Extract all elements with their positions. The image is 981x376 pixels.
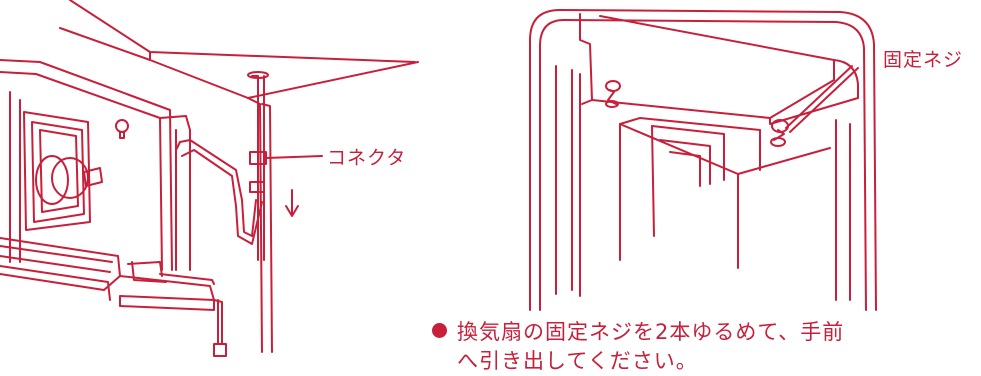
fixing-screw-illustration [529,9,877,311]
instruction-line-2: へ引き出してください。 [457,349,698,373]
connector-label: コネクタ [327,147,407,169]
bullet-icon [432,323,447,338]
instruction-text: 換気扇の固定ネジを2本ゆるめて、手前 へ引き出してください。 [432,318,977,376]
connector-illustration [0,0,419,357]
instruction-line-1: 換気扇の固定ネジを2本ゆるめて、手前 [457,320,845,344]
fixing-screw-label: 固定ネジ [883,49,964,71]
manual-page: コネクタ 固定ネジ 換気扇の固定ネジを2本ゆるめて、手前 へ引き出してください。 [0,0,964,373]
